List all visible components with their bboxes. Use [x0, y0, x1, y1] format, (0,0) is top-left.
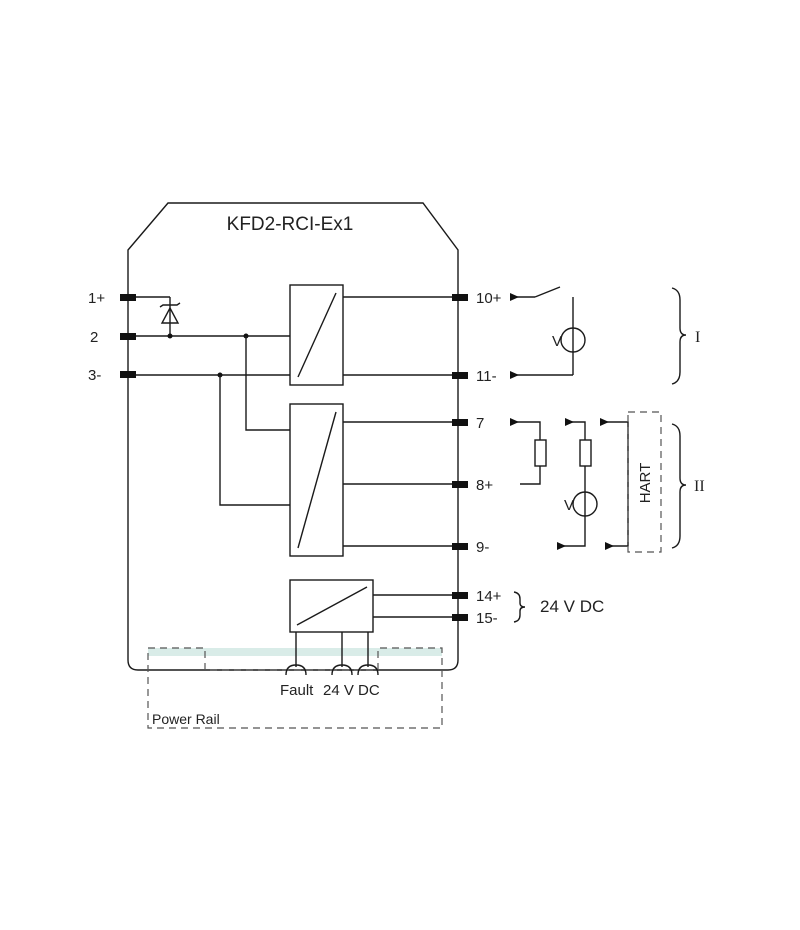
terminal-label-11: 11-: [476, 368, 497, 385]
terminal-label-7: 7: [476, 415, 484, 432]
group-1-label: I: [695, 329, 700, 346]
power-supply-block: [289, 579, 374, 633]
power-rail-band: [148, 648, 442, 656]
module-housing: [127, 202, 459, 671]
terminal-block-10: [452, 294, 468, 301]
fault-connector-icon: [285, 664, 307, 676]
group-2-label: II: [694, 478, 705, 495]
terminal-block-14: [452, 592, 468, 599]
zener-diode-icon: [159, 297, 181, 336]
terminal-label-1: 1+: [88, 290, 105, 307]
supply-connector-minus-icon: [357, 664, 379, 676]
supply-brace: [513, 591, 526, 623]
terminal-block-9: [452, 543, 468, 550]
supply-label: 24 V DC: [540, 597, 604, 616]
bottom-supply-label: 24 V DC: [323, 682, 380, 699]
terminal-label-8: 8+: [476, 477, 493, 494]
power-rail-outline: [147, 647, 443, 729]
isolator-block-1: [289, 284, 344, 386]
hart-label: HART: [637, 463, 654, 504]
terminal-label-15: 15-: [476, 610, 498, 627]
group-2-brace: [671, 423, 687, 549]
group-1-circuit: [510, 286, 586, 379]
group-1-brace: [671, 287, 687, 385]
power-rail-label: Power Rail: [152, 711, 220, 727]
terminal-label-9: 9-: [476, 539, 489, 556]
voltage-source-label-1: V: [552, 333, 562, 350]
terminal-label-2: 2: [90, 329, 98, 346]
terminal-block-15: [452, 614, 468, 621]
terminal-block-7: [452, 419, 468, 426]
voltage-source-label-2: V: [564, 497, 574, 514]
fault-label: Fault: [280, 682, 314, 699]
group-2-circuit: [510, 411, 662, 553]
terminal-label-10: 10+: [476, 290, 502, 307]
terminal-block-3: [120, 371, 136, 378]
isolator-block-2: [289, 403, 344, 557]
terminal-block-11: [452, 372, 468, 379]
module-title: KFD2-RCI-Ex1: [227, 214, 354, 235]
terminal-block-1: [120, 294, 136, 301]
terminal-block-8: [452, 481, 468, 488]
terminal-label-14: 14+: [476, 588, 502, 605]
terminal-label-3: 3-: [88, 367, 101, 384]
supply-connector-plus-icon: [331, 664, 353, 676]
terminal-block-2: [120, 333, 136, 340]
